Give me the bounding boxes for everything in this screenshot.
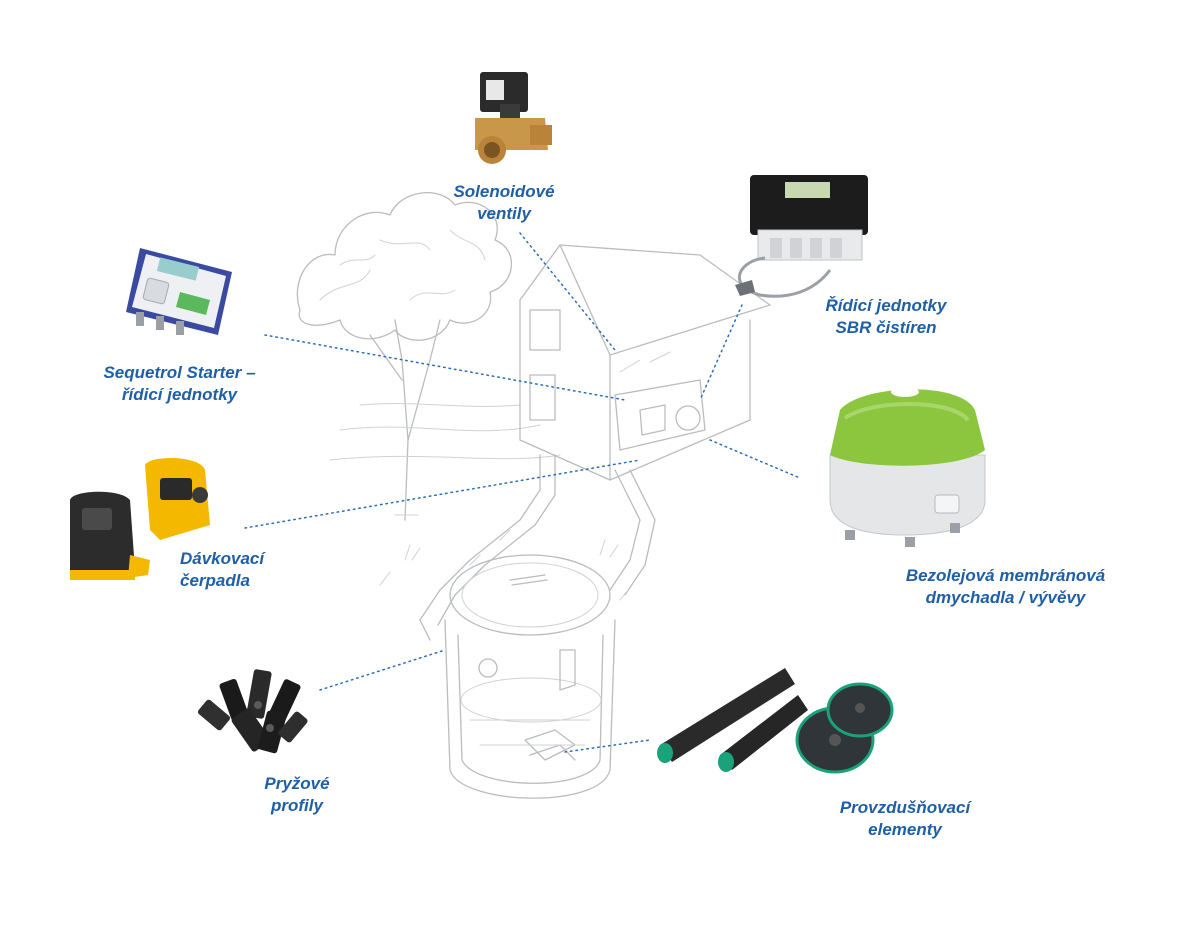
label-sequetrol-line2: řídicí jednotky bbox=[121, 385, 238, 404]
leader-aeration bbox=[564, 739, 651, 753]
label-aeration-line1: Provzdušňovací bbox=[839, 798, 971, 817]
label-blower-line2: dmychadla / vývěvy bbox=[925, 588, 1086, 607]
aeration-elements-image bbox=[657, 668, 894, 774]
sequetrol-starter-image bbox=[126, 248, 232, 335]
label-aeration-elements: Provzdušňovací elementy bbox=[830, 797, 980, 841]
label-solenoid-line2: ventily bbox=[477, 204, 531, 223]
leader-pumps bbox=[244, 459, 641, 529]
sbr-control-unit-image bbox=[735, 175, 868, 298]
label-dosing-pumps: Dávkovací čerpadla bbox=[180, 548, 280, 592]
leader-sequetrol bbox=[264, 334, 626, 401]
tank-sketch bbox=[444, 554, 616, 799]
rubber-profiles-image bbox=[197, 669, 308, 754]
solenoid-valve-image bbox=[475, 72, 552, 164]
dosing-pumps-image bbox=[70, 458, 210, 580]
leader-solenoid bbox=[519, 232, 616, 351]
leader-lines bbox=[244, 232, 801, 753]
house-sketch bbox=[519, 244, 771, 481]
tree-sketch bbox=[296, 192, 512, 521]
leader-sbr bbox=[699, 304, 743, 401]
label-rubber-line2: profily bbox=[271, 796, 323, 815]
label-sbr-control-units: Řídicí jednotky SBR čistíren bbox=[816, 295, 956, 339]
label-sequetrol-line1: Sequetrol Starter – bbox=[103, 363, 256, 382]
label-rubber-profiles: Pryžové profily bbox=[252, 773, 342, 817]
label-pumps-line2: čerpadla bbox=[180, 571, 250, 590]
label-sequetrol-starter: Sequetrol Starter – řídicí jednotky bbox=[92, 362, 267, 406]
label-membrane-blowers: Bezolejová membránová dmychadla / vývěvy bbox=[893, 565, 1118, 609]
label-blower-line1: Bezolejová membránová bbox=[905, 566, 1106, 585]
label-sbr-line2: SBR čistíren bbox=[835, 318, 937, 337]
leader-rubber bbox=[319, 649, 446, 691]
label-sbr-line1: Řídicí jednotky bbox=[825, 296, 947, 315]
label-pumps-line1: Dávkovací bbox=[180, 549, 265, 568]
membrane-blower-image bbox=[829, 387, 986, 547]
label-solenoid-line1: Solenoidové bbox=[453, 182, 555, 201]
label-rubber-line1: Pryžové bbox=[264, 774, 330, 793]
leader-blower bbox=[709, 439, 801, 479]
pipe-sketch bbox=[419, 454, 656, 641]
label-solenoid-valves: Solenoidové ventily bbox=[449, 181, 559, 225]
label-aeration-line2: elementy bbox=[868, 820, 942, 839]
